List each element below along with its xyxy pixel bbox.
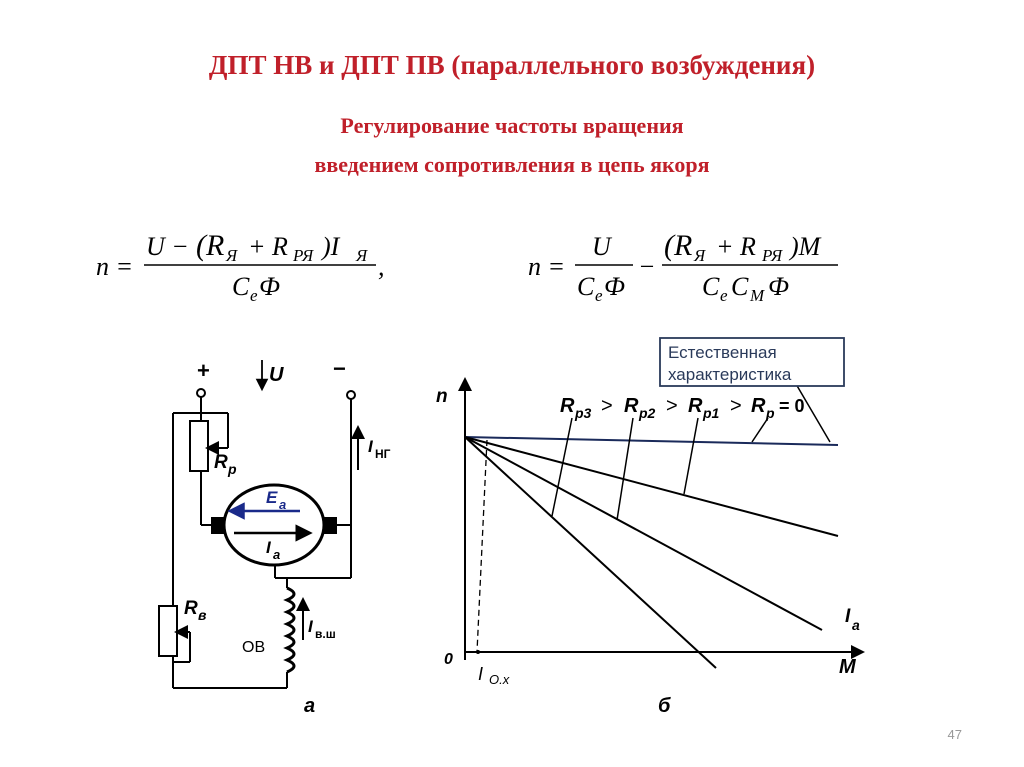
formula-2-t2-sub2: РЯ bbox=[761, 246, 783, 265]
formula-1-den-sub: e bbox=[250, 286, 258, 305]
formula-1-comma: , bbox=[378, 252, 385, 281]
ea-label-sub: a bbox=[279, 497, 286, 512]
formula-2-minus: − bbox=[638, 252, 656, 281]
leader-natural bbox=[795, 383, 831, 443]
minus-label: − bbox=[333, 356, 346, 381]
circuit-labels: + − U R р R в E a I a I НГ I в.ш ОВ а bbox=[184, 356, 391, 717]
leader-rp3 bbox=[551, 417, 573, 517]
natural-label-line2: характеристика bbox=[668, 365, 792, 384]
formula-2-t1-num: U bbox=[592, 232, 613, 261]
formula-1-num-r: (R bbox=[196, 229, 224, 262]
formula-1-den-phi: Ф bbox=[259, 272, 280, 301]
slide-title: ДПТ НВ и ДПТ ПВ (параллельного возбужден… bbox=[208, 50, 816, 80]
natural-characteristic-box bbox=[659, 337, 845, 387]
formula-1-num-plus: + R bbox=[248, 232, 288, 261]
rv-resistor bbox=[158, 605, 178, 657]
x-axis-label: M bbox=[839, 656, 857, 678]
graph-caption: б bbox=[658, 695, 671, 717]
field-winding-coil bbox=[283, 586, 296, 674]
u-label: U bbox=[269, 364, 284, 386]
formula-1-lhs: n = bbox=[96, 252, 133, 281]
legend-rp3: R bbox=[560, 395, 575, 417]
formula-2-t1-den-phi: Ф bbox=[604, 272, 625, 301]
speed-formulas: n = U − (R Я + R РЯ )I Я C e Ф , n = U C… bbox=[96, 229, 838, 305]
slide-subtitle-line2: введением сопротивления в цепь якоря bbox=[314, 152, 710, 177]
formula-2-t1-den: C bbox=[577, 272, 595, 301]
ivsh-label-sub: в.ш bbox=[315, 627, 336, 641]
formula-1-num-r-sub: Я bbox=[225, 246, 238, 265]
characteristic-rp2-line bbox=[464, 436, 823, 631]
formula-2-lhs: n = bbox=[528, 252, 565, 281]
legend-rp2: R bbox=[624, 395, 639, 417]
rp-resistor bbox=[189, 420, 209, 472]
formula-2-t2-plus: + R bbox=[716, 232, 756, 261]
rv-label-sub: в bbox=[198, 607, 207, 623]
plus-label: + bbox=[197, 358, 210, 383]
minus-terminal bbox=[346, 390, 356, 400]
formula-2-t2-close: )M bbox=[788, 232, 822, 261]
formula-2-t2-den-c2: C bbox=[731, 272, 749, 301]
rv-label: R bbox=[184, 598, 198, 619]
slide-subtitle-line1: Регулирование частоты вращения bbox=[340, 113, 684, 138]
legend-rp0: R bbox=[751, 395, 766, 417]
natural-characteristic-line bbox=[464, 436, 839, 446]
ing-label: I bbox=[368, 437, 374, 456]
formula-2-t2-open: (R bbox=[664, 229, 692, 262]
legend-rp1: R bbox=[688, 395, 703, 417]
characteristic-rp3-line bbox=[464, 436, 717, 669]
page-number: 47 bbox=[947, 727, 962, 742]
formula-1-num-close: )I bbox=[320, 232, 341, 261]
formula-2-t2-den-sub2: M bbox=[749, 286, 765, 305]
plus-terminal bbox=[196, 388, 206, 398]
circuit-schematic bbox=[158, 360, 365, 689]
no-load-current-label-sub: O.x bbox=[489, 672, 510, 687]
ing-label-sub: НГ bbox=[375, 447, 391, 461]
legend-eq0: = 0 bbox=[779, 396, 805, 416]
speed-torque-graph: Естественная характеристика bbox=[458, 337, 865, 669]
formula-2-t1-den-sub: e bbox=[595, 286, 603, 305]
leader-rp2 bbox=[616, 417, 634, 521]
formula-2-t2-den-phi: Ф bbox=[768, 272, 789, 301]
formula-1: n = U − (R Я + R РЯ )I Я C e Ф , bbox=[96, 229, 385, 305]
characteristic-rp1-line bbox=[464, 436, 839, 537]
graph-labels: n M I a 0 I O.x R р3 > R р2 > R р1 > R р… bbox=[436, 386, 860, 717]
legend-gt3: > bbox=[730, 395, 742, 417]
origin-label: 0 bbox=[444, 651, 453, 668]
formula-2: n = U C e Ф − (R Я + R РЯ )M C e C M Ф bbox=[528, 229, 838, 305]
leader-rp1 bbox=[683, 417, 699, 495]
rp-label-sub: р bbox=[227, 461, 237, 477]
natural-label-line1: Естественная bbox=[668, 343, 777, 362]
legend-gt1: > bbox=[601, 395, 613, 417]
legend-rp1-sub: р1 bbox=[702, 405, 720, 421]
ia-label: I bbox=[266, 538, 272, 557]
formula-1-num-u: U − bbox=[146, 232, 189, 261]
formula-1-den: C bbox=[232, 272, 250, 301]
formula-1-num-rp-sub: РЯ bbox=[292, 246, 314, 265]
circuit-caption: а bbox=[304, 695, 315, 717]
ia-label-sub: a bbox=[273, 547, 280, 562]
legend-rp2-sub: р2 bbox=[638, 405, 656, 421]
legend-gt2: > bbox=[666, 395, 678, 417]
formula-1-num-i-sub: Я bbox=[355, 246, 368, 265]
ea-label: E bbox=[266, 488, 278, 507]
rp-label: R bbox=[214, 452, 228, 473]
no-load-dashed-line bbox=[476, 439, 488, 653]
legend-rp3-sub: р3 bbox=[574, 405, 592, 421]
formula-2-t2-sub1: Я bbox=[693, 246, 706, 265]
y-axis-label: n bbox=[436, 386, 448, 407]
ivsh-label: I bbox=[308, 617, 314, 636]
leader-rp0 bbox=[751, 417, 769, 443]
legend-rp0-sub: р bbox=[765, 405, 775, 421]
formula-2-t2-den-sub1: e bbox=[720, 286, 728, 305]
x-axis-alt-label-sub: a bbox=[852, 617, 860, 633]
x-axis-alt-label: I bbox=[845, 606, 851, 627]
formula-2-t2-den-c1: C bbox=[702, 272, 720, 301]
ov-label: ОВ bbox=[242, 639, 265, 656]
no-load-point bbox=[476, 650, 480, 654]
no-load-current-label: I bbox=[478, 664, 483, 684]
